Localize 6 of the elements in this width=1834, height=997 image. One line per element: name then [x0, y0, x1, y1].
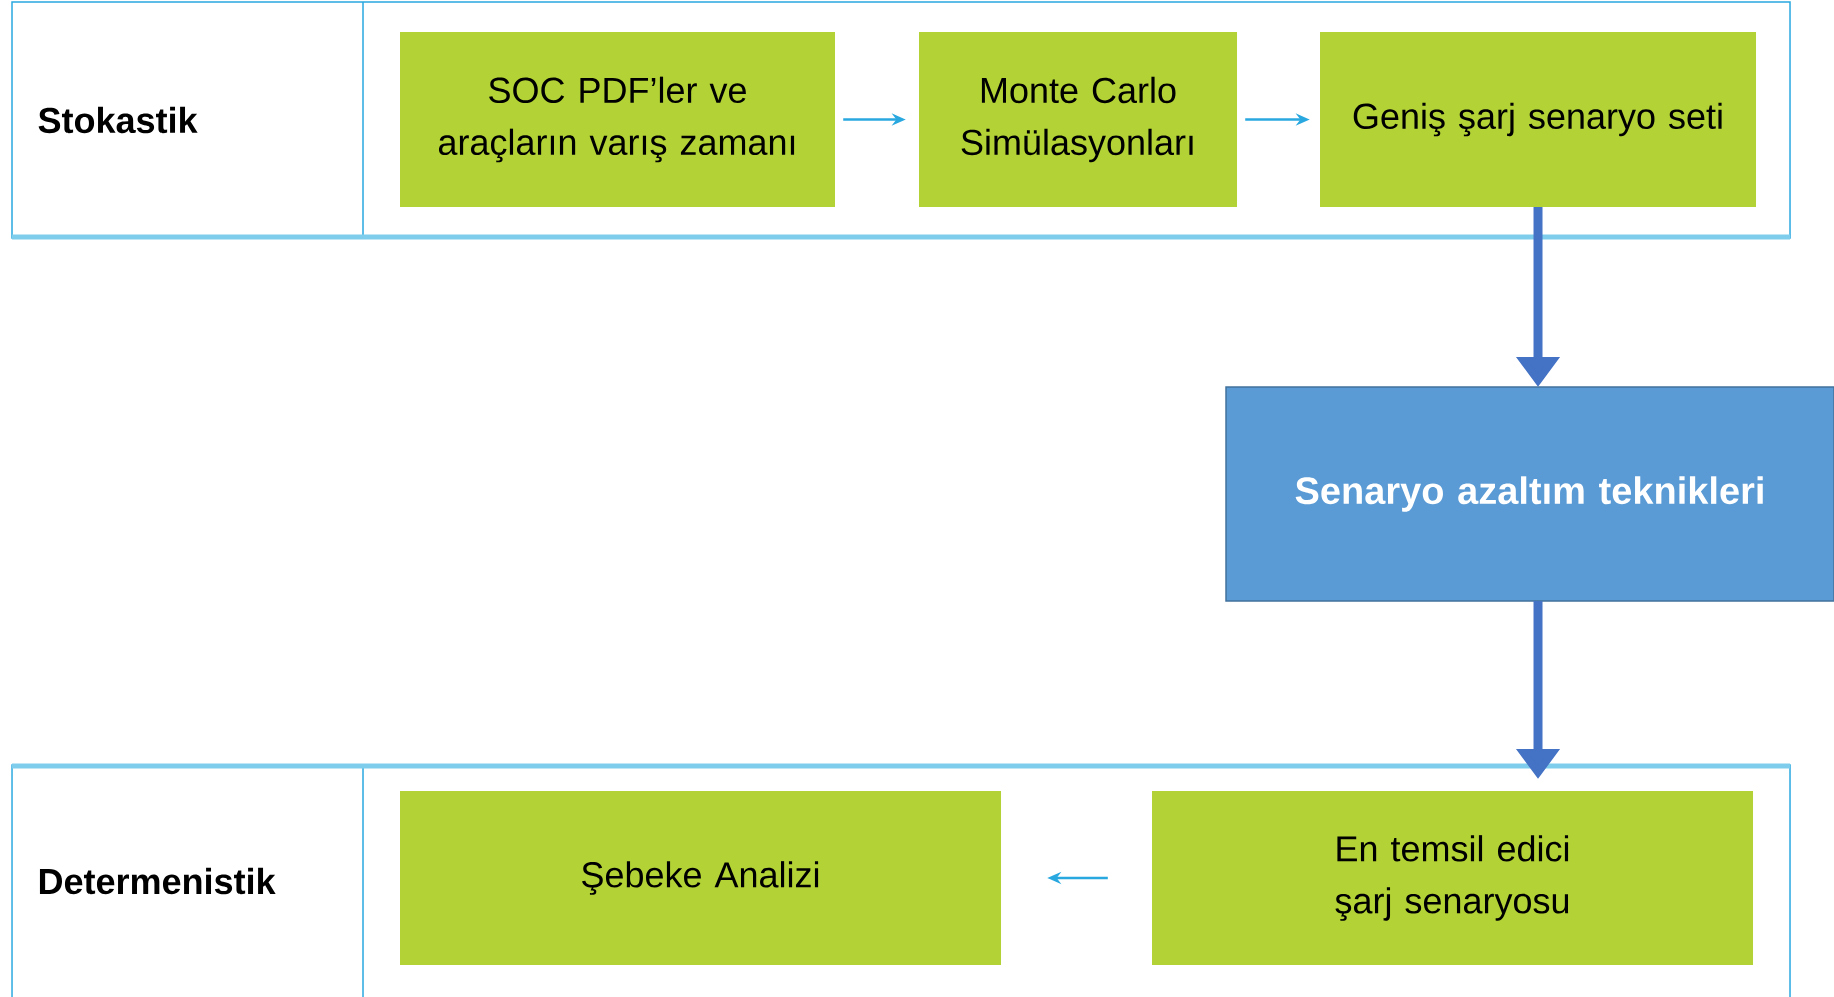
process-box: Geniş şarj senaryo seti: [1320, 32, 1756, 207]
process-box: SOC PDF’ler ve araçların varış zamanı: [400, 32, 835, 207]
process-box: Şebeke Analizi: [400, 791, 1001, 965]
process-box: En temsil edici şarj senaryosu: [1152, 791, 1753, 965]
process-box: Senaryo azaltım teknikleri: [1225, 386, 1834, 602]
process-box: Monte Carlo Simülasyonları: [919, 32, 1237, 207]
